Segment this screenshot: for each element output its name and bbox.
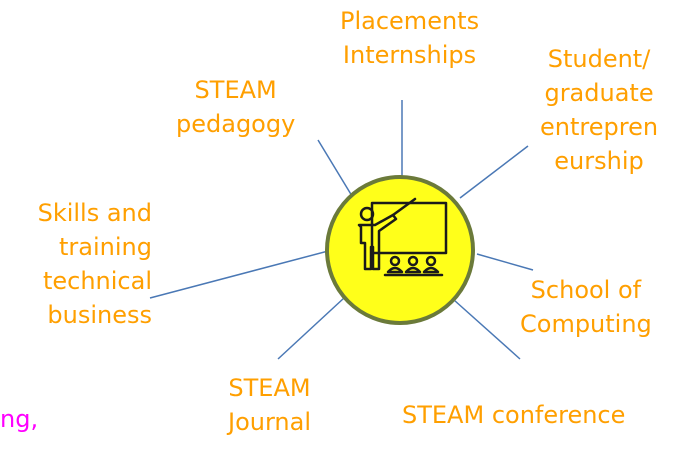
node-line: technical — [42, 267, 152, 295]
node-steam-journal: STEAM Journal — [228, 371, 311, 439]
teacher-presenting-icon — [357, 197, 448, 277]
node-line: Skills and — [37, 199, 152, 227]
node-line: Internships — [342, 41, 477, 69]
spoke-conference — [453, 299, 521, 360]
spoke-journal — [277, 297, 345, 360]
node-school-of-computing: School of Computing — [520, 273, 652, 341]
center-hub — [325, 175, 475, 325]
node-line: Placements — [340, 7, 480, 35]
node-steam-pedagogy: STEAM pedagogy — [176, 73, 295, 141]
node-line: entrepren — [540, 113, 659, 141]
spoke-skills — [149, 249, 333, 299]
node-steam-conference: STEAM conference — [402, 398, 625, 432]
spoke-pedagogy — [317, 139, 353, 197]
spoke-school — [476, 253, 534, 271]
partial-text: ng, — [0, 405, 39, 433]
node-entrepreneurship: Student/ graduate entrepren eurship — [540, 42, 658, 178]
node-line: training — [59, 233, 152, 261]
node-line: graduate — [544, 79, 654, 107]
node-line: Student/ — [547, 45, 651, 73]
node-line: STEAM — [228, 374, 311, 402]
node-line: STEAM — [194, 76, 277, 104]
node-line: Computing — [520, 310, 652, 338]
node-skills-training: Skills and training technical business — [10, 196, 152, 332]
node-line: eurship — [554, 147, 644, 175]
node-line: business — [47, 301, 152, 329]
node-line: Journal — [228, 408, 312, 436]
node-line: pedagogy — [176, 110, 296, 138]
spoke-entrepreneurship — [459, 145, 529, 199]
node-placements-internships: Placements Internships — [340, 4, 479, 72]
node-line: School of — [530, 276, 642, 304]
node-line: STEAM conference — [402, 401, 626, 429]
